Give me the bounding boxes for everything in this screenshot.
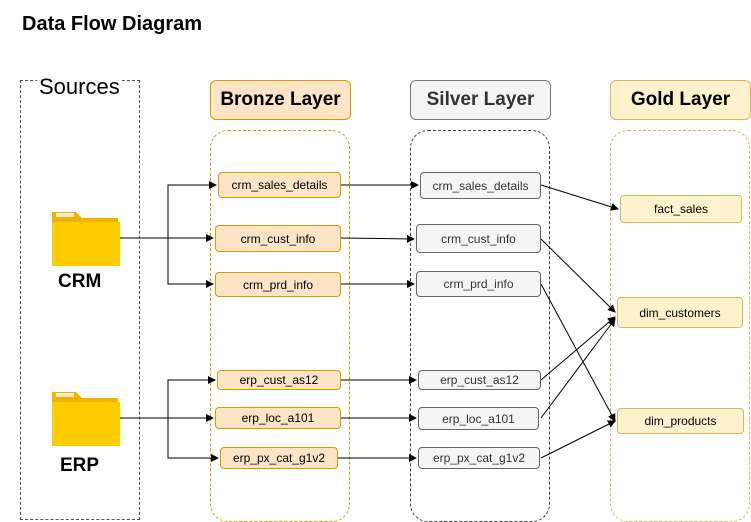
page-title: Data Flow Diagram <box>22 13 203 35</box>
bronze-node-crm-cust-info[interactable]: crm_cust_info <box>215 225 341 252</box>
bronze-node-erp-cust-as12[interactable]: erp_cust_as12 <box>217 370 341 390</box>
source-label-crm: CRM <box>58 271 102 292</box>
gold-node-fact-sales[interactable]: fact_sales <box>620 195 742 223</box>
gold-node-dim-customers[interactable]: dim_customers <box>617 297 743 328</box>
silver-cat-to-dim-products-connector <box>540 420 616 459</box>
bronze-node-crm-sales-details[interactable]: crm_sales_details <box>218 172 341 198</box>
erp-to-bronze-cat-connector <box>167 418 219 462</box>
silver-erp-cust-to-dim-customers-connector <box>540 316 616 381</box>
silver-node-crm-cust-info[interactable]: crm_cust_info <box>416 224 541 253</box>
silver-loc-to-dim-customers-connector <box>540 318 616 419</box>
crm-to-bronze-sales-connector <box>120 181 217 239</box>
sources-label: Sources <box>37 74 122 100</box>
bronze-node-crm-prd-info[interactable]: crm_prd_info <box>215 272 341 297</box>
silver-node-crm-prd-info[interactable]: crm_prd_info <box>416 271 541 297</box>
crm-to-bronze-prd-connector <box>167 238 214 288</box>
source-label-erp: ERP <box>60 455 100 476</box>
bronze-node-erp-px-cat-g1v2[interactable]: erp_px_cat_g1v2 <box>220 447 338 469</box>
silver-sales-to-fact-sales-connector <box>540 184 619 211</box>
erp-to-bronze-cust-connector <box>120 376 216 419</box>
gold-node-dim-products[interactable]: dim_products <box>617 408 744 434</box>
silver-node-crm-sales-details[interactable]: crm_sales_details <box>420 172 541 199</box>
silver-node-erp-cust-as12[interactable]: erp_cust_as12 <box>418 370 541 390</box>
bronze-layer-header: Bronze Layer <box>210 80 351 120</box>
silver-prd-to-dim-products-connector <box>540 283 616 422</box>
bronze-to-silver-cust-connector <box>340 234 415 243</box>
silver-layer-header: Silver Layer <box>410 80 551 120</box>
silver-cust-to-dim-customers-connector <box>540 238 616 313</box>
folder-icon <box>52 212 120 266</box>
silver-node-erp-px-cat-g1v2[interactable]: erp_px_cat_g1v2 <box>418 447 540 469</box>
silver-node-erp-loc-a101[interactable]: erp_loc_a101 <box>418 407 539 430</box>
bronze-node-erp-loc-a101[interactable]: erp_loc_a101 <box>215 407 341 429</box>
folder-icon <box>52 392 120 446</box>
